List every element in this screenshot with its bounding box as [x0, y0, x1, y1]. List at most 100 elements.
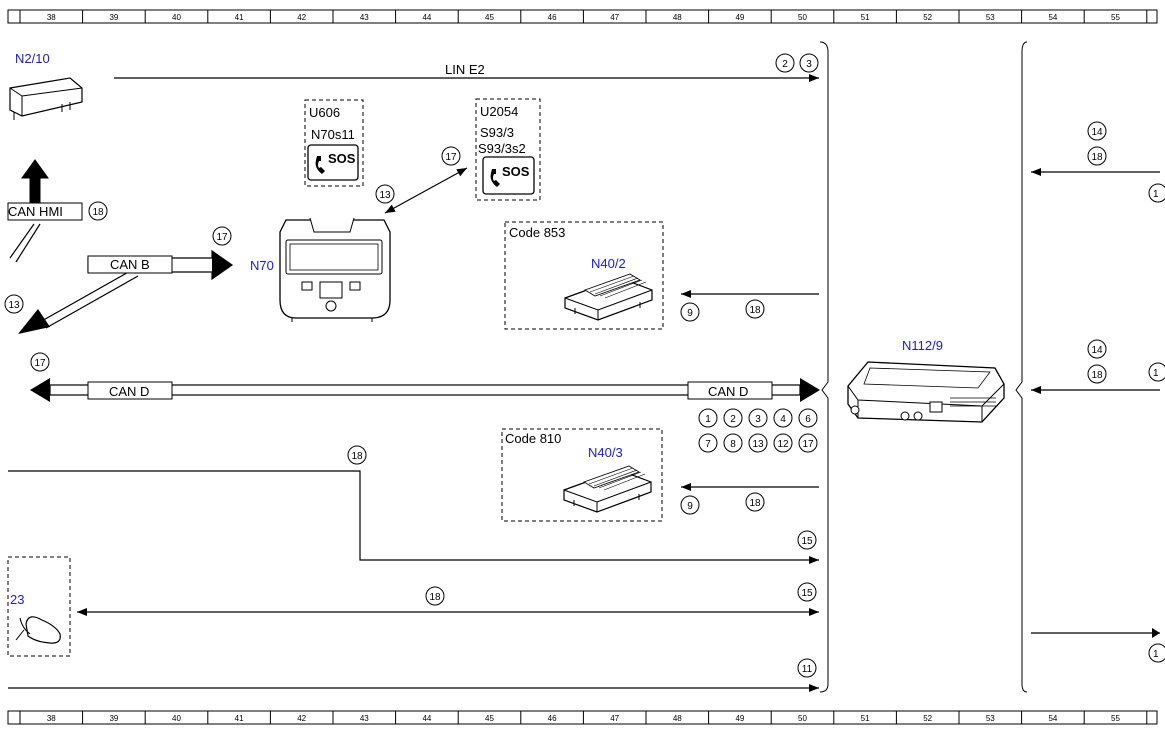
- circle-2: 2: [775, 53, 795, 73]
- circle-1: 1: [698, 408, 718, 428]
- bottom-ruler-number: 40: [172, 714, 181, 723]
- svg-text:1: 1: [705, 414, 711, 425]
- svg-text:13: 13: [379, 190, 391, 201]
- top-ruler-number: 53: [986, 13, 995, 22]
- svg-text:2: 2: [730, 414, 736, 425]
- bottom-ruler: [7, 710, 1158, 725]
- control-unit-icon: [563, 465, 652, 513]
- top-ruler-number: 47: [610, 13, 619, 22]
- line-18-step: [8, 470, 819, 564]
- circle-15-a: 15: [797, 530, 817, 550]
- can-hmi-box: [7, 202, 83, 221]
- svg-text:SOS: SOS: [328, 151, 356, 166]
- n70s11-label: N70s11: [311, 127, 355, 142]
- circle-17-cand: 17: [30, 352, 50, 372]
- svg-text:18: 18: [1091, 152, 1103, 163]
- top-ruler-number: 46: [548, 13, 557, 22]
- bottom-ruler-number: 52: [923, 714, 932, 723]
- circle-1-rc: 1: [1148, 643, 1165, 663]
- circle-14-b: 14: [1087, 339, 1107, 359]
- circle-13: 13: [748, 433, 768, 453]
- top-ruler-number: 50: [798, 13, 807, 22]
- top-ruler-number: 42: [297, 13, 306, 22]
- circle-15-b: 15: [797, 582, 817, 602]
- circle-17-canb: 17: [212, 226, 232, 246]
- circle-1-rb: 1: [1148, 362, 1165, 382]
- u2054-label: U2054: [480, 104, 518, 119]
- circle-8: 8: [723, 433, 743, 453]
- svg-text:1: 1: [1153, 649, 1159, 660]
- svg-text:18: 18: [92, 207, 104, 218]
- svg-text:13: 13: [8, 300, 20, 311]
- circle-14-a: 14: [1087, 121, 1107, 141]
- code-810-box: [501, 428, 663, 522]
- svg-text:18: 18: [749, 498, 761, 509]
- bottom-ruler-number: 55: [1111, 714, 1120, 723]
- can-d-label-right: CAN D: [708, 384, 748, 399]
- svg-text:SOS: SOS: [502, 164, 530, 179]
- bottom-ruler-number: 53: [986, 714, 995, 723]
- n70-label: N70: [250, 258, 274, 273]
- circle-4: 4: [773, 408, 793, 428]
- bracket-right: [1015, 41, 1028, 693]
- svg-text:17: 17: [34, 358, 46, 369]
- can-d-box-left: [87, 381, 173, 400]
- top-ruler-number: 45: [485, 13, 494, 22]
- top-ruler-number: 38: [47, 13, 56, 22]
- code-810-label: Code 810: [505, 431, 561, 446]
- circle-18-mid: 18: [347, 445, 367, 465]
- s93-3-label: S93/3: [480, 125, 514, 140]
- top-ruler-number: 41: [235, 13, 244, 22]
- lin-e2-label: LIN E2: [445, 62, 485, 77]
- svg-text:18: 18: [429, 592, 441, 603]
- svg-text:15: 15: [801, 588, 813, 599]
- svg-text:7: 7: [705, 439, 711, 450]
- can-b-diagonal: [39, 269, 139, 329]
- mirror-box: [7, 556, 71, 657]
- code-853-box: [504, 221, 664, 330]
- top-ruler-number: 39: [109, 13, 118, 22]
- svg-text:4: 4: [780, 414, 786, 425]
- circle-17-u: 17: [441, 146, 461, 166]
- svg-text:6: 6: [805, 414, 811, 425]
- circle-3: 3: [799, 53, 819, 73]
- bottom-ruler-number: 44: [422, 714, 431, 723]
- circle-18-ra: 18: [1087, 146, 1107, 166]
- bottom-ruler-number: 43: [360, 714, 369, 723]
- u606-box: [304, 99, 364, 187]
- can-d-circle-group: 1 2 3 4 6 7 8 13 12 17: [698, 408, 818, 453]
- svg-text:9: 9: [687, 501, 693, 512]
- u606-label: U606: [309, 105, 340, 120]
- top-ruler-number: 40: [172, 13, 181, 22]
- circle-2: 2: [723, 408, 743, 428]
- circle-11: 11: [797, 658, 817, 678]
- circle-18-rb: 18: [1087, 364, 1107, 384]
- top-ruler-number: 43: [360, 13, 369, 22]
- svg-text:18: 18: [749, 305, 761, 316]
- sos-link-line: [384, 167, 468, 214]
- control-unit-icon: [847, 361, 1005, 423]
- circle-6: 6: [798, 408, 818, 428]
- s93-3s2-label: S93/3s2: [478, 141, 526, 156]
- svg-text:18: 18: [1091, 370, 1103, 381]
- can-b-label: CAN B: [110, 257, 150, 272]
- bottom-ruler-number: 50: [798, 714, 807, 723]
- code-853-label: Code 853: [509, 225, 565, 240]
- top-ruler-number: 49: [735, 13, 744, 22]
- mirror-icon: [15, 616, 61, 644]
- top-ruler-number: 55: [1111, 13, 1120, 22]
- can-d-bus: [30, 378, 820, 402]
- svg-text:3: 3: [755, 414, 761, 425]
- bottom-ruler-number: 49: [735, 714, 744, 723]
- svg-text:14: 14: [1091, 345, 1103, 356]
- svg-text:1: 1: [1153, 189, 1159, 200]
- svg-text:15: 15: [801, 536, 813, 547]
- circle-1-ra: 1: [1148, 183, 1165, 203]
- top-ruler-number: 44: [422, 13, 431, 22]
- svg-text:11: 11: [802, 664, 813, 675]
- svg-text:17: 17: [445, 152, 457, 163]
- sos-phone-icon: SOS: [482, 156, 535, 195]
- bottom-ruler-number: 51: [861, 714, 870, 723]
- bottom-ruler-number: 45: [485, 714, 494, 723]
